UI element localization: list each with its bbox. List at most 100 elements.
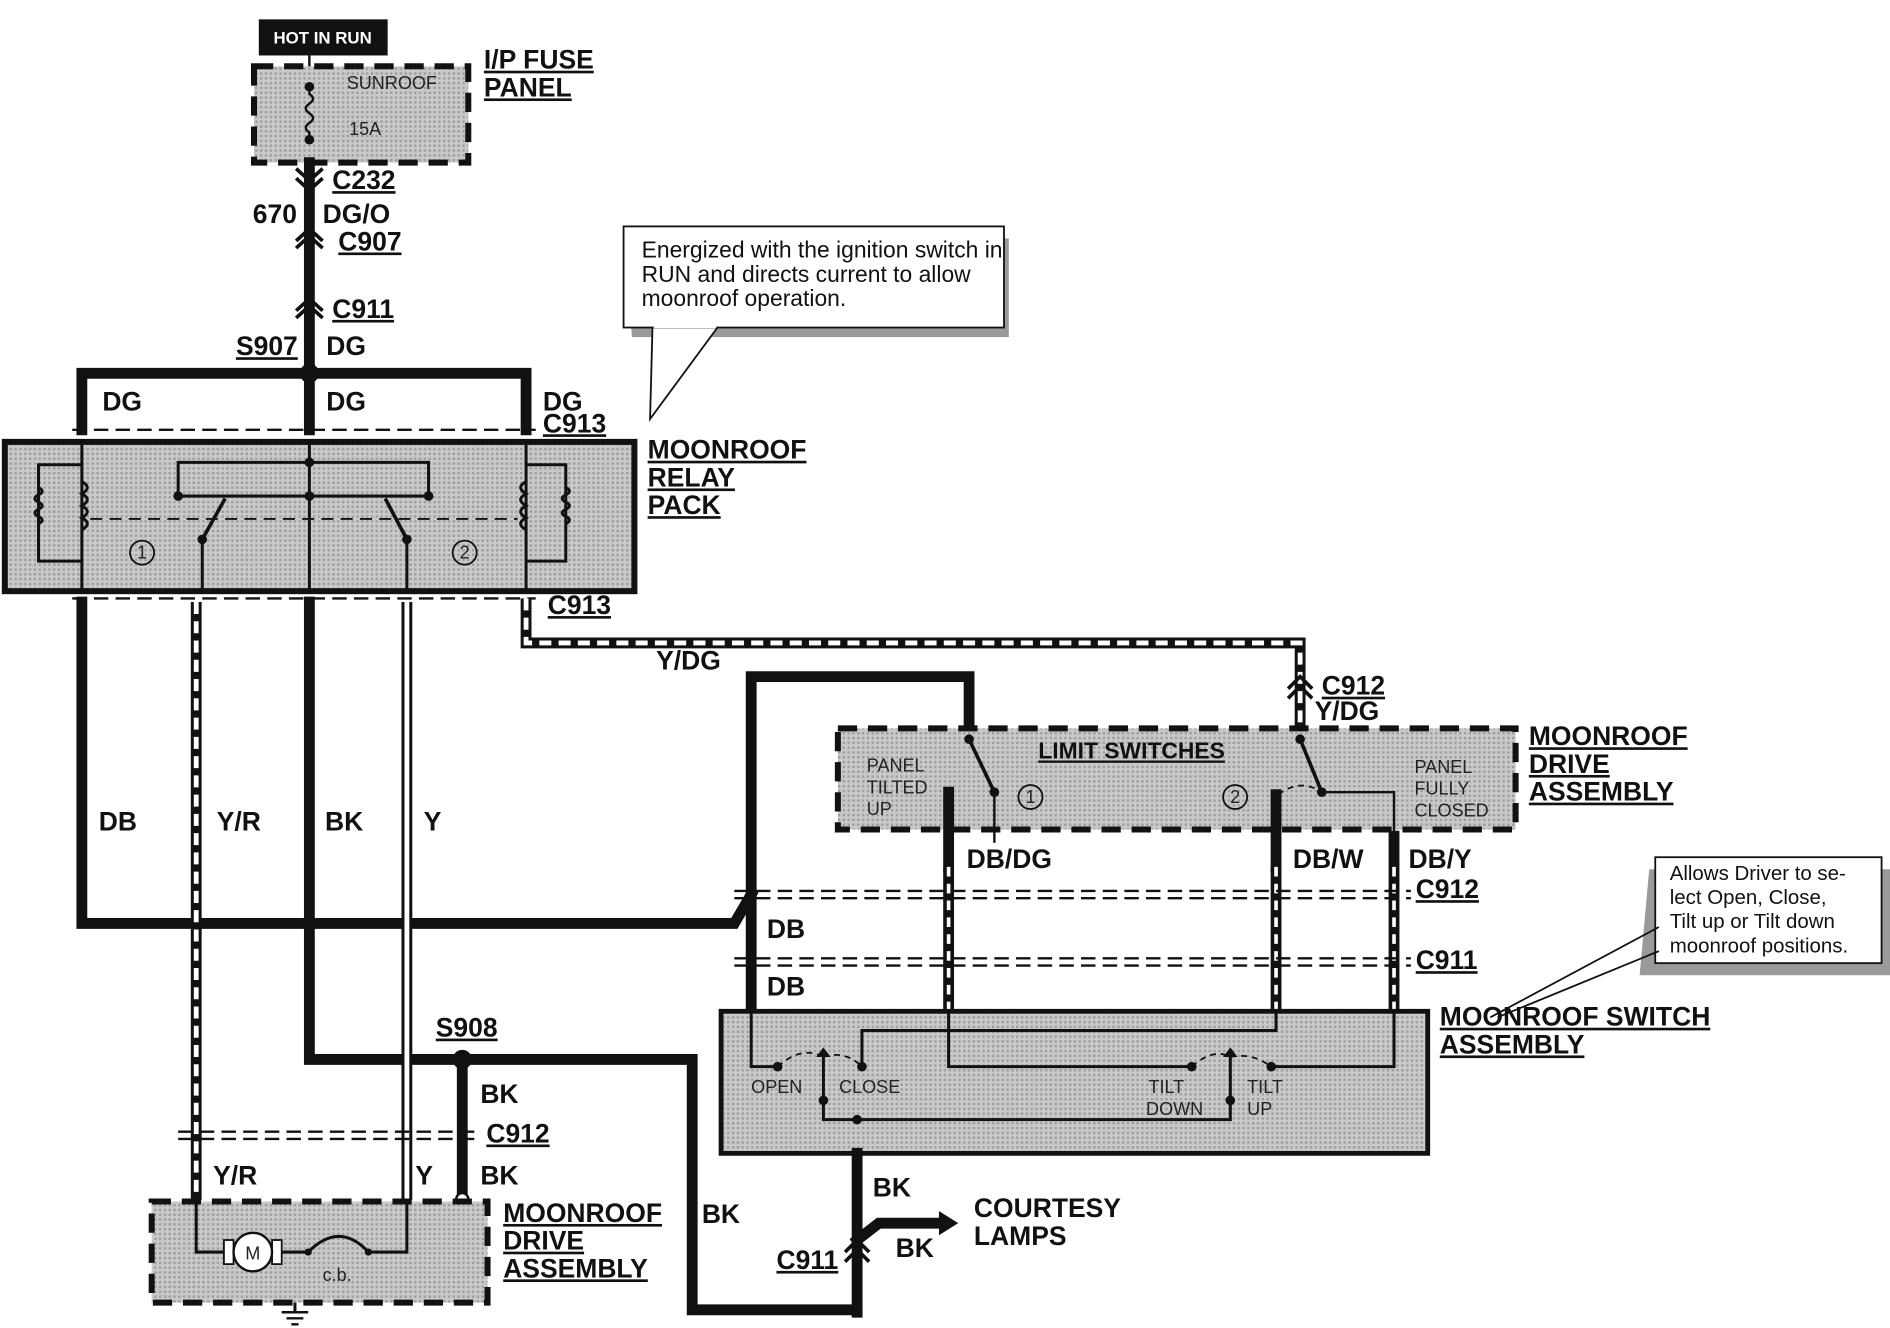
wire-label-db-w: DB/W xyxy=(1293,844,1364,874)
motor-icon xyxy=(232,1231,274,1273)
connector-c912-drive: C912 xyxy=(1322,671,1385,701)
drive-assembly-title-1b: MOONROOF xyxy=(1529,721,1688,751)
panel-fully-closed-label-1: PANEL xyxy=(1414,757,1472,777)
wire-db xyxy=(76,596,759,929)
connector-c912-motor: C912 xyxy=(486,1119,549,1149)
wire-label-y-dg-drive: Y/DG xyxy=(1315,696,1380,726)
panel-tilted-up-label-3: UP xyxy=(867,799,892,819)
drive-assembly-title-3: ASSEMBLY xyxy=(1529,777,1674,807)
circuit-breaker-label: c.b. xyxy=(323,1265,352,1285)
wire-label-dg-right: DG xyxy=(543,387,583,417)
hot-in-run-label xyxy=(258,19,388,56)
wire-label-db: DB xyxy=(99,807,137,837)
ground-icon xyxy=(281,1311,309,1326)
relay-1-resistor-icon xyxy=(33,486,44,526)
relay-pack-title-1: MOONROOF xyxy=(648,435,807,465)
panel-tilted-up-label-2: TILTED xyxy=(867,777,928,797)
switch-note xyxy=(1654,856,1883,965)
connector-c911-ground: C911 xyxy=(776,1245,838,1275)
switch-open-label: OPEN xyxy=(751,1077,802,1097)
panel-fully-closed-label-3: CLOSED xyxy=(1414,800,1488,820)
wire-label-y: Y xyxy=(424,807,442,837)
wire-label-db-y: DB/Y xyxy=(1408,844,1472,874)
fuse-rating: 15A xyxy=(349,119,381,139)
switch-note-line-2: lect Open, Close, xyxy=(1670,886,1827,909)
relay-pack-title-3: PACK xyxy=(648,490,721,520)
drive-assembly-title-2: DRIVE xyxy=(1529,749,1610,779)
panel-fully-closed-label-2: FULLY xyxy=(1414,779,1469,799)
limit-switch-2-marker xyxy=(1222,784,1249,810)
wire-label-db-mid-2: DB xyxy=(767,972,805,1002)
limit-switch-1-marker xyxy=(1017,784,1044,810)
motor-assembly-title-3: ASSEMBLY xyxy=(503,1253,648,1283)
hot-in-run-text: HOT IN RUN xyxy=(273,28,371,47)
switch-tilt-down-label-2: DOWN xyxy=(1146,1099,1203,1119)
wire-label-dg-center: DG xyxy=(326,387,366,417)
moonroof-switch-assembly xyxy=(718,1008,1431,1156)
relay-2-resistor-icon xyxy=(560,486,571,526)
relay-2-number: 2 xyxy=(460,543,470,563)
relay-2-coil-icon xyxy=(519,480,530,532)
relay-1-coil-icon xyxy=(78,480,89,532)
connector-c232: C232 xyxy=(332,165,395,195)
connector-c912-switch: C912 xyxy=(1416,874,1479,904)
courtesy-lamps-label-1: COURTESY xyxy=(974,1193,1121,1223)
wire-db-switch xyxy=(745,671,975,1041)
wire-label-db-dg: DB/DG xyxy=(967,844,1052,874)
switch-note-line-1: Allows Driver to se- xyxy=(1670,862,1846,885)
relay-note-line-3: moonroof operation. xyxy=(642,285,847,311)
connector-c911-switch: C911 xyxy=(1416,945,1478,975)
switch-close-label: CLOSE xyxy=(839,1077,900,1097)
switch-tilt-up-label-1: TILT xyxy=(1247,1077,1283,1097)
switch-note-line-4: moonroof positions. xyxy=(1670,934,1849,957)
splice-s907: S907 xyxy=(236,331,298,361)
wire-label-dg-o: DG/O xyxy=(323,199,391,229)
wire-label-y-r-low: Y/R xyxy=(213,1161,257,1191)
wire-label-bk: BK xyxy=(325,807,363,837)
connector-c913-bottom: C913 xyxy=(548,590,611,620)
switch-note-line-3: Tilt up or Tilt down xyxy=(1670,910,1835,933)
switch-tilt-up-label-2: UP xyxy=(1247,1099,1272,1119)
motor-assembly-title-1: MOONROOF xyxy=(503,1198,662,1228)
limit-switch-1-number: 1 xyxy=(1025,787,1035,807)
wire-label-bk-ground: BK xyxy=(702,1199,740,1229)
fuse-panel-title: I/P FUSE xyxy=(484,45,594,75)
connector-c907: C907 xyxy=(338,226,401,256)
wire-label-dg-left: DG xyxy=(102,387,142,417)
fuse-icon xyxy=(304,86,315,140)
relay-note xyxy=(622,225,1005,329)
circuit-670: 670 xyxy=(253,199,297,229)
relay-1-marker xyxy=(129,539,155,566)
motor-assembly-title-2: DRIVE xyxy=(503,1226,584,1256)
motor-label: M xyxy=(245,1243,260,1263)
switch-assembly-title-2: ASSEMBLY xyxy=(1440,1029,1585,1059)
courtesy-lamps-label-2: LAMPS xyxy=(974,1221,1067,1251)
wire-label-bk-courtesy: BK xyxy=(896,1233,934,1263)
splice-s908: S908 xyxy=(436,1013,498,1043)
wire-label-dg-main: DG xyxy=(326,331,366,361)
wire-label-bk-switch: BK xyxy=(873,1173,911,1203)
connector-c911-top: C911 xyxy=(332,294,394,324)
relay-note-line-2: RUN and directs current to allow xyxy=(642,261,972,287)
wire-label-bk-low: BK xyxy=(480,1161,518,1191)
ip-fuse-panel xyxy=(250,63,472,166)
relay-note-line-1: Energized with the ignition switch in xyxy=(642,237,1003,263)
wire-label-y-dg: Y/DG xyxy=(656,645,721,675)
limit-switches-title: LIMIT SWITCHES xyxy=(1038,738,1225,764)
switch-assembly-title-1: MOONROOF SWITCH xyxy=(1440,1002,1711,1032)
connector-c913-top: C913 xyxy=(543,408,606,438)
moonroof-relay-pack xyxy=(1,438,638,595)
wire-label-y-low: Y xyxy=(415,1161,433,1191)
limit-switch-2-number: 2 xyxy=(1230,787,1240,807)
wire-label-db-mid-1: DB xyxy=(767,914,805,944)
relay-pack-title-2: RELAY xyxy=(648,462,736,492)
wire-label-bk-s908: BK xyxy=(480,1079,518,1109)
panel-tilted-up-label-1: PANEL xyxy=(867,756,925,776)
fuse-panel-title-2: PANEL xyxy=(484,72,572,102)
relay-1-number: 1 xyxy=(137,543,147,563)
wire-label-y-r: Y/R xyxy=(217,807,261,837)
fuse-name: SUNROOF xyxy=(347,73,437,93)
switch-tilt-down-label-1: TILT xyxy=(1148,1077,1184,1097)
relay-2-marker xyxy=(451,539,478,566)
